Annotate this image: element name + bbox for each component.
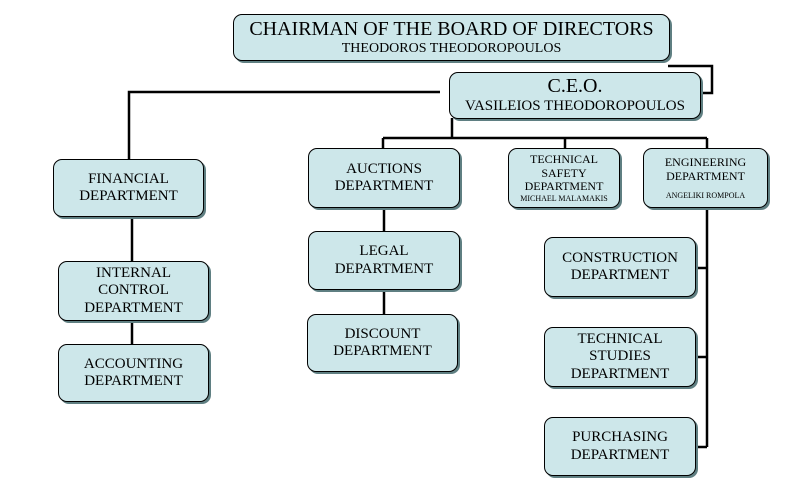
technical-studies-department-box: TECHNICAL STUDIES DEPARTMENT (544, 327, 696, 387)
purchasing-line-1: PURCHASING (572, 429, 668, 446)
engineering-line-1: ENGINEERING (664, 155, 747, 170)
technical-studies-line-1: TECHNICAL (577, 331, 663, 348)
ceo-box: C.E.O. VASILEIOS THEODOROPOULOS (449, 72, 701, 119)
construction-line-1: CONSTRUCTION (562, 249, 678, 266)
ceo-title: C.E.O. (547, 75, 603, 98)
chairman-title: CHAIRMAN OF THE BOARD OF DIRECTORS (249, 17, 654, 40)
financial-line-2: DEPARTMENT (79, 188, 178, 204)
chairman-ceo-connector (668, 64, 714, 95)
accounting-line-1: ACCOUNTING (83, 355, 184, 372)
engineering-department-box: ENGINEERING DEPARTMENT ANGELIKI ROMPOLA (643, 148, 768, 208)
internal-control-department-box: INTERNAL CONTROL DEPARTMENT (58, 261, 209, 321)
accounting-line-2: DEPARTMENT (84, 373, 183, 389)
internal-control-line-1: INTERNAL (96, 265, 171, 282)
construction-line-2: DEPARTMENT (570, 267, 670, 283)
legal-line-1: LEGAL (359, 243, 409, 260)
chairman-name: THEODOROS THEODOROPOULOS (341, 40, 562, 56)
purchasing-line-2: DEPARTMENT (570, 446, 670, 463)
ceo-name: VASILEIOS THEODOROPOULOS (465, 98, 685, 115)
technical-safety-line-1: TECHNICAL (530, 151, 598, 166)
discount-line-1: DISCOUNT (344, 325, 421, 342)
purchasing-department-box: PURCHASING DEPARTMENT (544, 417, 696, 476)
internal-control-line-2: CONTROL (98, 282, 169, 299)
internal-control-line-3: DEPARTMENT (84, 299, 183, 316)
legal-department-box: LEGAL DEPARTMENT (308, 231, 460, 290)
technical-safety-head: MICHAEL MALAMAKIS (520, 194, 608, 204)
ceo-financial-connector (127, 90, 440, 160)
discount-department-box: DISCOUNT DEPARTMENT (307, 314, 458, 372)
financial-department-box: FINANCIAL DEPARTMENT (53, 159, 204, 217)
legal-line-2: DEPARTMENT (334, 260, 434, 277)
auctions-department-box: AUCTIONS DEPARTMENT (308, 148, 460, 208)
financial-line-1: FINANCIAL (88, 170, 169, 187)
construction-department-box: CONSTRUCTION DEPARTMENT (544, 237, 696, 297)
chairman-box: CHAIRMAN OF THE BOARD OF DIRECTORS THEOD… (233, 14, 670, 61)
technical-studies-line-3: DEPARTMENT (570, 365, 670, 382)
technical-safety-department-box: TECHNICAL SAFETY DEPARTMENT MICHAEL MALA… (508, 148, 620, 208)
technical-safety-line-2: SAFETY (541, 165, 587, 180)
auctions-line-1: AUCTIONS (346, 160, 422, 177)
technical-studies-line-2: STUDIES (589, 348, 651, 365)
auctions-line-2: DEPARTMENT (334, 178, 434, 194)
accounting-department-box: ACCOUNTING DEPARTMENT (58, 344, 209, 402)
engineering-line-2: DEPARTMENT (666, 168, 745, 183)
discount-line-2: DEPARTMENT (333, 343, 432, 359)
technical-safety-line-3: DEPARTMENT (524, 179, 604, 194)
engineering-head: ANGELIKI ROMPOLA (665, 190, 746, 200)
